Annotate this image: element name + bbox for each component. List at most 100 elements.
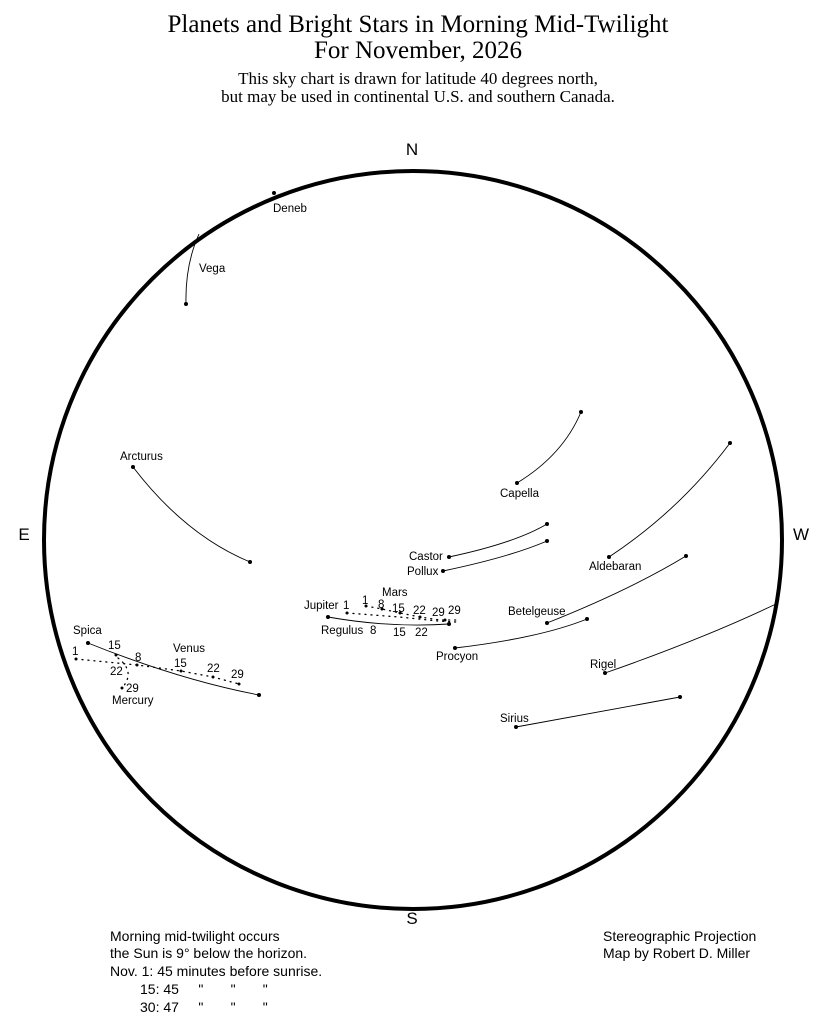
venus-date-22: 22	[207, 663, 220, 675]
castor-end-dot	[545, 522, 549, 526]
mercury-dot-15	[114, 653, 118, 657]
betelgeuse-dot	[545, 621, 549, 625]
twilight-note: Morning mid-twilight occurs the Sun is 9…	[110, 928, 322, 1015]
venus-date-1: 1	[72, 646, 78, 658]
star-labels: Deneb Vega Arcturus Capella Castor Pollu…	[73, 203, 641, 725]
sirius-dot	[514, 725, 518, 729]
mercury-date-29: 29	[126, 683, 139, 695]
regulus-track	[327, 616, 450, 626]
mercury-track	[117, 657, 129, 689]
horizon-circle	[42, 169, 784, 911]
compass-west: W	[793, 525, 809, 544]
venus-dot-15	[179, 669, 183, 673]
pollux-end-dot	[545, 539, 549, 543]
arcturus-track	[132, 466, 251, 563]
twilight-note-line3: Nov. 1: 45 minutes before sunrise.	[110, 963, 322, 979]
mars-dot-15	[398, 611, 402, 615]
spica-label: Spica	[73, 625, 102, 637]
betelgeuse-track	[546, 555, 687, 624]
aldebaran-start-dot	[728, 441, 732, 445]
mercury-dot-29	[120, 686, 124, 690]
jupiter-label: Jupiter	[304, 600, 339, 612]
compass-south: S	[406, 909, 417, 928]
rigel-dot	[603, 671, 607, 675]
regulus-end-dot	[447, 622, 451, 626]
vega-label: Vega	[199, 263, 226, 275]
procyon-label: Procyon	[436, 651, 478, 663]
mercury-label: Mercury	[112, 695, 154, 707]
chart-title-line1: Planets and Bright Stars in Morning Mid-…	[167, 11, 668, 38]
arcturus-label: Arcturus	[120, 451, 163, 463]
procyon-dot	[453, 646, 457, 650]
twilight-note-line2: the Sun is 9° below the horizon.	[110, 945, 307, 961]
aldebaran-track	[608, 442, 731, 558]
jupiter-date-1: 1	[343, 600, 349, 612]
castor-track	[448, 523, 548, 558]
arcturus-end-dot	[248, 560, 252, 564]
mars-track	[365, 605, 457, 621]
mars-date-8: 8	[378, 599, 384, 611]
venus-dot-8	[135, 663, 139, 667]
star-dots	[86, 191, 732, 729]
planet-tracks	[75, 605, 457, 689]
mars-date-22: 22	[413, 605, 426, 617]
deneb-label: Deneb	[273, 203, 307, 215]
planet-date-dots	[74, 604, 447, 690]
mars-date-15: 15	[392, 603, 405, 615]
venus-dot-22	[211, 675, 215, 679]
venus-date-29: 29	[231, 669, 244, 681]
star-tracks	[87, 233, 777, 728]
regulus-dot	[326, 615, 330, 619]
mars-date-29: 29	[432, 607, 445, 619]
venus-label: Venus	[173, 643, 205, 655]
jupiter-date-22: 22	[415, 627, 428, 639]
venus-date-8: 8	[135, 652, 141, 664]
sirius-end-dot	[678, 695, 682, 699]
betelgeuse-label: Betelgeuse	[508, 606, 566, 618]
castor-label: Castor	[409, 551, 443, 563]
mars-label: Mars	[382, 587, 408, 599]
pollux-dot	[441, 569, 445, 573]
capella-track	[516, 411, 582, 484]
capella-dot	[515, 481, 519, 485]
jupiter-date-8: 8	[370, 625, 376, 637]
jupiter-dot-1	[345, 611, 349, 615]
projection-note: Stereographic Projection Map by Robert D…	[603, 928, 756, 961]
chart-title-line2: For November, 2026	[314, 37, 522, 64]
pollux-track	[442, 540, 548, 572]
mercury-date-15: 15	[108, 640, 121, 652]
planet-labels: Jupiter 1 8 15 22 Mars 1 8 15 22 29 29 V…	[72, 587, 461, 707]
vega-dot	[184, 302, 188, 306]
twilight-note-line1: Morning mid-twilight occurs	[110, 928, 280, 944]
venus-dot-1	[74, 657, 78, 661]
mars-date-1: 1	[362, 595, 368, 607]
regulus-label: Regulus	[321, 625, 363, 637]
compass-east: E	[18, 525, 29, 544]
sirius-label: Sirius	[500, 713, 529, 725]
pollux-label: Pollux	[407, 566, 439, 578]
chart-subtitle-line1: This sky chart is drawn for latitude 40 …	[238, 69, 598, 88]
capella-start-dot	[579, 410, 583, 414]
venus-date-15: 15	[174, 658, 187, 670]
mercury-date-22: 22	[110, 666, 123, 678]
mars-dot-22	[418, 615, 422, 619]
jupiter-track	[346, 612, 457, 623]
deneb-dot	[272, 191, 276, 195]
twilight-note-line4: 15: 45 " " "	[140, 981, 268, 997]
sirius-track	[515, 696, 681, 728]
procyon-track	[454, 618, 588, 649]
projection-note-line1: Stereographic Projection	[603, 928, 756, 944]
capella-label: Capella	[500, 488, 540, 500]
aldebaran-dot	[607, 555, 611, 559]
mars-dot-29	[443, 618, 447, 622]
arcturus-dot	[131, 465, 135, 469]
compass-north: N	[406, 140, 418, 159]
chart-subtitle-line2: but may be used in continental U.S. and …	[221, 87, 615, 106]
twilight-note-line5: 30: 47 " " "	[140, 999, 268, 1015]
venus-dot-29	[237, 682, 241, 686]
jupiter-date-15: 15	[393, 627, 406, 639]
spica-end-dot	[257, 693, 261, 697]
mars-dot-1	[364, 604, 368, 608]
spica-track	[87, 642, 260, 696]
